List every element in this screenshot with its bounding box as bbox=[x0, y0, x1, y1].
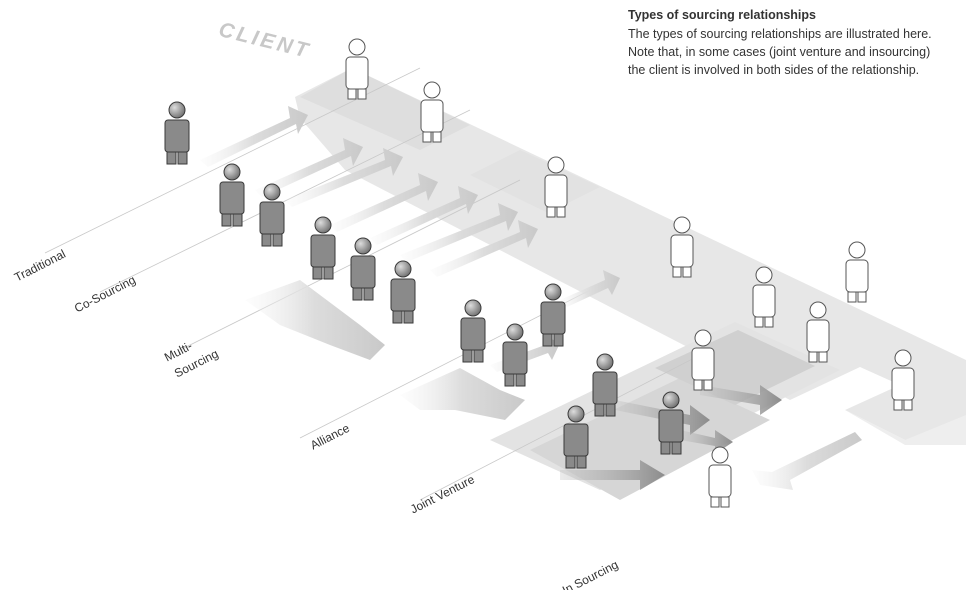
client-figure bbox=[709, 447, 731, 507]
provider-figure bbox=[461, 300, 485, 362]
provider-figure bbox=[391, 261, 415, 323]
client-figure bbox=[846, 242, 868, 302]
provider-figure bbox=[351, 238, 375, 300]
provider-figure bbox=[165, 102, 189, 164]
caption-line-3: the client is involved in both sides of … bbox=[628, 63, 919, 77]
provider-figure bbox=[503, 324, 527, 386]
provider-figure bbox=[541, 284, 565, 346]
traditional-arrow bbox=[200, 106, 308, 167]
caption-line-1: The types of sourcing relationships are … bbox=[628, 27, 932, 41]
in-sourcing-arrow bbox=[752, 432, 862, 490]
provider-figure bbox=[220, 164, 244, 226]
provider-figure bbox=[311, 217, 335, 279]
provider-figure bbox=[260, 184, 284, 246]
caption-line-2: Note that, in some cases (joint venture … bbox=[628, 45, 930, 59]
caption-subtitle: Types of sourcing relationships bbox=[628, 8, 816, 22]
